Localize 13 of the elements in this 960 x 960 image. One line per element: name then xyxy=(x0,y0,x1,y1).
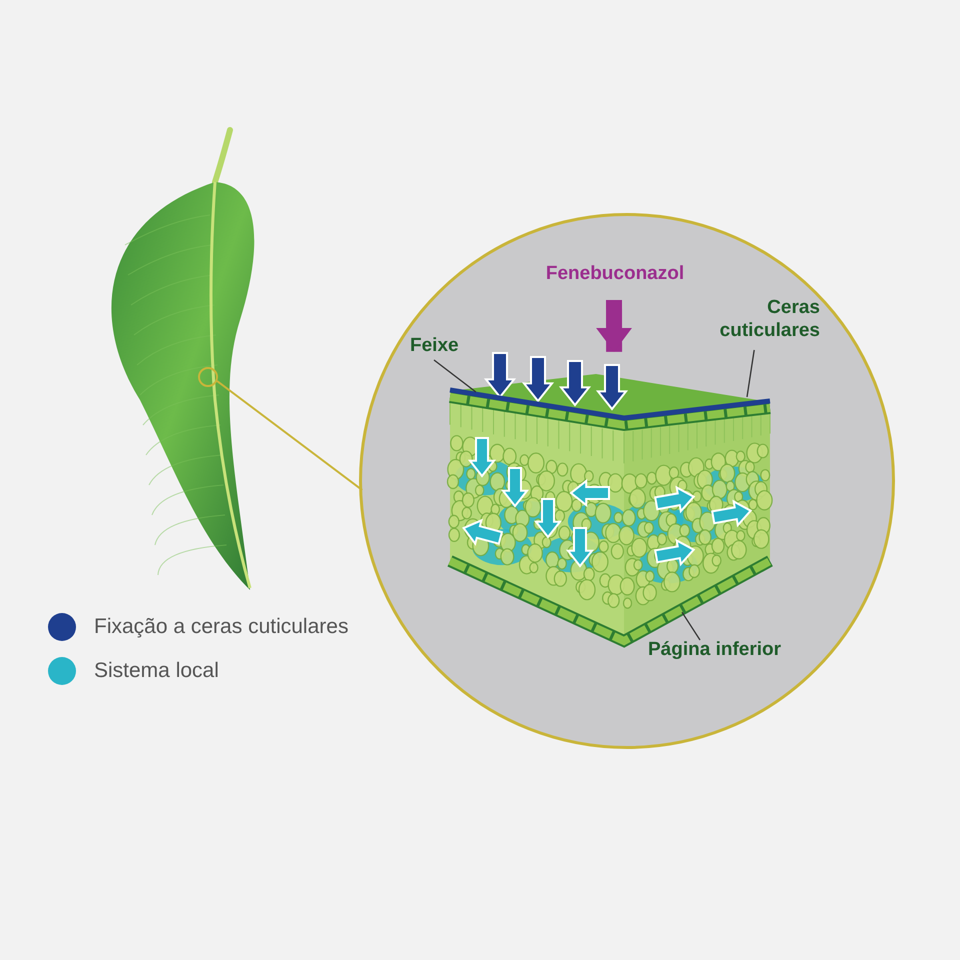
zoom-connector-line xyxy=(216,380,363,491)
substance-label: Fenebuconazol xyxy=(520,262,710,286)
leader-line xyxy=(681,612,701,640)
magnifier-circle xyxy=(198,367,218,387)
arrow xyxy=(596,300,632,352)
legend-text: Sistema local xyxy=(94,659,219,683)
callout-label: Ceras cuticulares xyxy=(680,296,820,344)
cuticle-layer xyxy=(450,388,770,421)
callout-label: Página inferior xyxy=(648,638,818,662)
callout-label: Feixe xyxy=(410,334,470,358)
leader-line xyxy=(434,359,476,393)
legend-text: Fixação a ceras cuticulares xyxy=(94,615,348,639)
leader-line xyxy=(746,350,755,398)
